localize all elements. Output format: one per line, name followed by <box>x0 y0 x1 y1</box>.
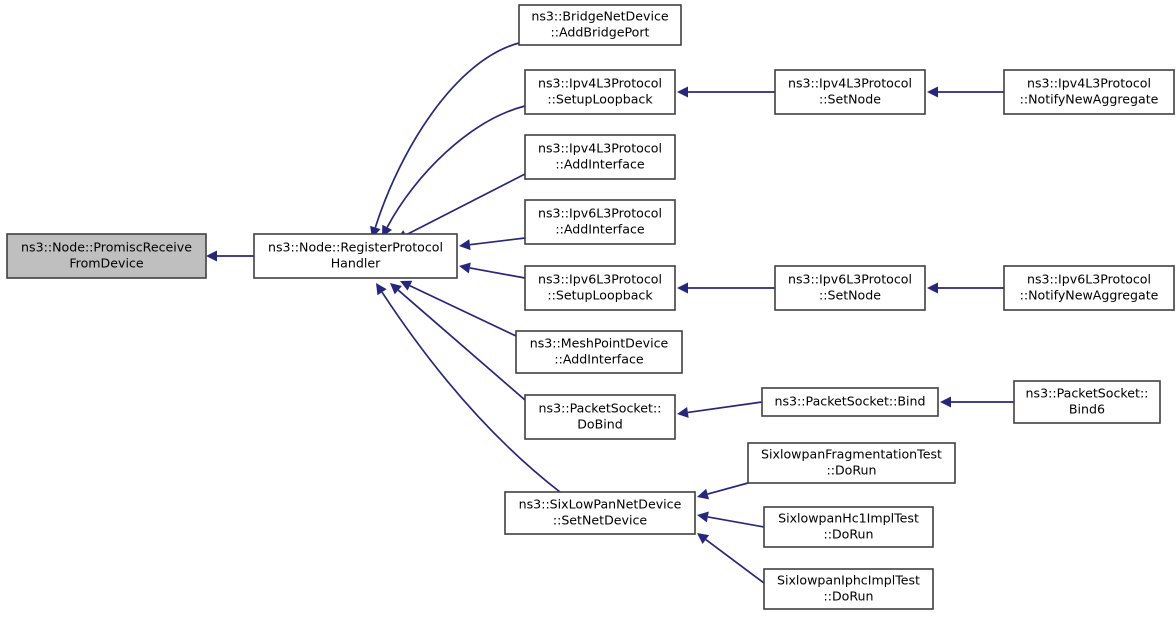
node-label-line2: ::AddInterface <box>555 157 645 172</box>
node-label-line1: ns3::PacketSocket:: <box>539 401 662 416</box>
node-label-line1: ns3::SixLowPanNetDevice <box>519 497 682 512</box>
node-label-line2: ::AddInterface <box>555 222 645 237</box>
node-label-line1: ns3::MeshPointDevice <box>530 336 669 351</box>
graph-node-ipv6-setup-loopback[interactable]: ns3::Ipv6L3Protocol::SetupLoopback <box>524 265 676 311</box>
node-label-line2: DoBind <box>577 417 623 432</box>
node-box[interactable] <box>763 568 934 610</box>
node-label-line1: ns3::Ipv6L3Protocol <box>788 272 912 287</box>
node-label-line2: ::SetNode <box>819 92 881 107</box>
node-label-line2: ::SetNode <box>819 288 881 303</box>
node-label-line2: Handler <box>331 256 381 271</box>
graph-node-sixlowpan-hc1impl-test[interactable]: SixlowpanHc1ImplTest::DoRun <box>763 506 934 548</box>
node-label-line1: ns3::PacketSocket:: <box>1026 386 1149 401</box>
call-edge <box>390 283 526 401</box>
node-label-line1: ns3::Node::PromiscReceive <box>21 240 192 255</box>
graph-node-ipv4-set-node[interactable]: ns3::Ipv4L3Protocol::SetNode <box>774 69 926 115</box>
node-box[interactable] <box>524 394 676 440</box>
graph-node-sixlowpan-iphcimpl-test[interactable]: SixlowpanIphcImplTest::DoRun <box>763 568 934 610</box>
call-edge <box>927 282 1004 294</box>
call-edge <box>376 283 561 493</box>
node-label-line1: ns3::Ipv4L3Protocol <box>1027 76 1151 91</box>
node-box[interactable] <box>774 69 926 115</box>
node-label-line1: ns3::Ipv4L3Protocol <box>538 141 662 156</box>
graph-node-sixlowpan-fragmentation-test[interactable]: SixlowpanFragmentationTest::DoRun <box>747 442 956 484</box>
graph-node-ipv6-notify-new-aggregate[interactable]: ns3::Ipv6L3Protocol::NotifyNewAggregate <box>1003 265 1175 311</box>
graph-node-meshpoint-add-interface[interactable]: ns3::MeshPointDevice::AddInterface <box>515 330 683 374</box>
node-label-line1: SixlowpanFragmentationTest <box>761 447 942 462</box>
node-box[interactable] <box>515 330 683 374</box>
node-label-line1: ns3::Node::RegisterProtocol <box>268 240 443 255</box>
graph-node-ipv6-add-interface[interactable]: ns3::Ipv6L3Protocol::AddInterface <box>524 199 676 245</box>
node-layer: ns3::Node::PromiscReceiveFromDevicens3::… <box>6 4 1175 610</box>
node-box[interactable] <box>774 265 926 311</box>
node-label-line2: Bind6 <box>1069 402 1105 417</box>
call-edge <box>459 237 526 251</box>
node-label-line2: ::NotifyNewAggregate <box>1020 92 1159 107</box>
node-label-line1: ns3::Ipv6L3Protocol <box>538 272 662 287</box>
edge-layer <box>206 42 1014 584</box>
node-label-line2: ::DoRun <box>826 463 876 478</box>
node-box[interactable] <box>518 4 682 46</box>
call-edge <box>697 511 765 528</box>
node-box[interactable] <box>1003 69 1175 115</box>
graph-node-ipv4-setup-loopback[interactable]: ns3::Ipv4L3Protocol::SetupLoopback <box>524 69 676 115</box>
call-edge <box>400 280 517 337</box>
node-box[interactable] <box>253 233 458 279</box>
call-edge <box>940 396 1014 408</box>
node-label-line1: ns3::Ipv6L3Protocol <box>1027 272 1151 287</box>
node-box[interactable] <box>504 491 696 535</box>
graph-node-packetsocket-bind6[interactable]: ns3::PacketSocket::Bind6 <box>1013 380 1161 424</box>
node-label-line2: ::SetNetDevice <box>553 513 648 528</box>
node-box[interactable] <box>524 265 676 311</box>
node-box[interactable] <box>761 387 939 417</box>
node-label-line1: SixlowpanIphcImplTest <box>777 573 920 588</box>
call-edge <box>677 86 775 98</box>
node-box[interactable] <box>524 134 676 180</box>
call-edge <box>206 250 254 262</box>
node-label-line2: ::SetupLoopback <box>547 92 653 107</box>
node-box[interactable] <box>1003 265 1175 311</box>
node-box[interactable] <box>747 442 956 484</box>
graph-node-bridge-add-bridge-port[interactable]: ns3::BridgeNetDevice::AddBridgePort <box>518 4 682 46</box>
node-label-line2: ::DoRun <box>823 527 873 542</box>
call-edge <box>697 533 765 584</box>
node-label-line1: ns3::Ipv4L3Protocol <box>538 76 662 91</box>
node-label-line1: ns3::Ipv4L3Protocol <box>788 76 912 91</box>
node-label-line2: ::DoRun <box>823 589 873 604</box>
node-box[interactable] <box>763 506 934 548</box>
call-edge <box>459 262 526 279</box>
node-label-line2: ::AddInterface <box>554 352 644 367</box>
node-label-line2: ::SetupLoopback <box>547 288 653 303</box>
graph-node-ipv6-set-node[interactable]: ns3::Ipv6L3Protocol::SetNode <box>774 265 926 311</box>
node-label-line2: ::AddBridgePort <box>551 25 650 40</box>
call-edge <box>382 105 526 237</box>
graph-node-sixlowpan-setnetdevice[interactable]: ns3::SixLowPanNetDevice::SetNetDevice <box>504 491 696 535</box>
graph-node-ipv4-notify-new-aggregate[interactable]: ns3::Ipv4L3Protocol::NotifyNewAggregate <box>1003 69 1175 115</box>
node-box[interactable] <box>1013 380 1161 424</box>
node-label-line2: ::NotifyNewAggregate <box>1020 288 1159 303</box>
graph-node-ipv4-add-interface[interactable]: ns3::Ipv4L3Protocol::AddInterface <box>524 134 676 180</box>
call-edge <box>927 86 1004 98</box>
graph-node-packetsocket-bind[interactable]: ns3::PacketSocket::Bind <box>761 387 939 417</box>
node-box[interactable] <box>6 233 207 279</box>
node-label-line1: ns3::BridgeNetDevice <box>531 9 669 24</box>
call-edge <box>677 401 763 418</box>
call-edge <box>677 282 775 294</box>
node-label-line1: ns3::PacketSocket::Bind <box>775 394 926 409</box>
node-label-line1: ns3::Ipv6L3Protocol <box>538 206 662 221</box>
graph-node-packetsocket-dobind[interactable]: ns3::PacketSocket::DoBind <box>524 394 676 440</box>
node-box[interactable] <box>524 69 676 115</box>
node-box[interactable] <box>524 199 676 245</box>
node-label-line2: FromDevice <box>69 256 144 271</box>
call-edge <box>370 42 520 238</box>
call-edge <box>697 482 749 500</box>
node-label-line1: SixlowpanHc1ImplTest <box>778 511 919 526</box>
